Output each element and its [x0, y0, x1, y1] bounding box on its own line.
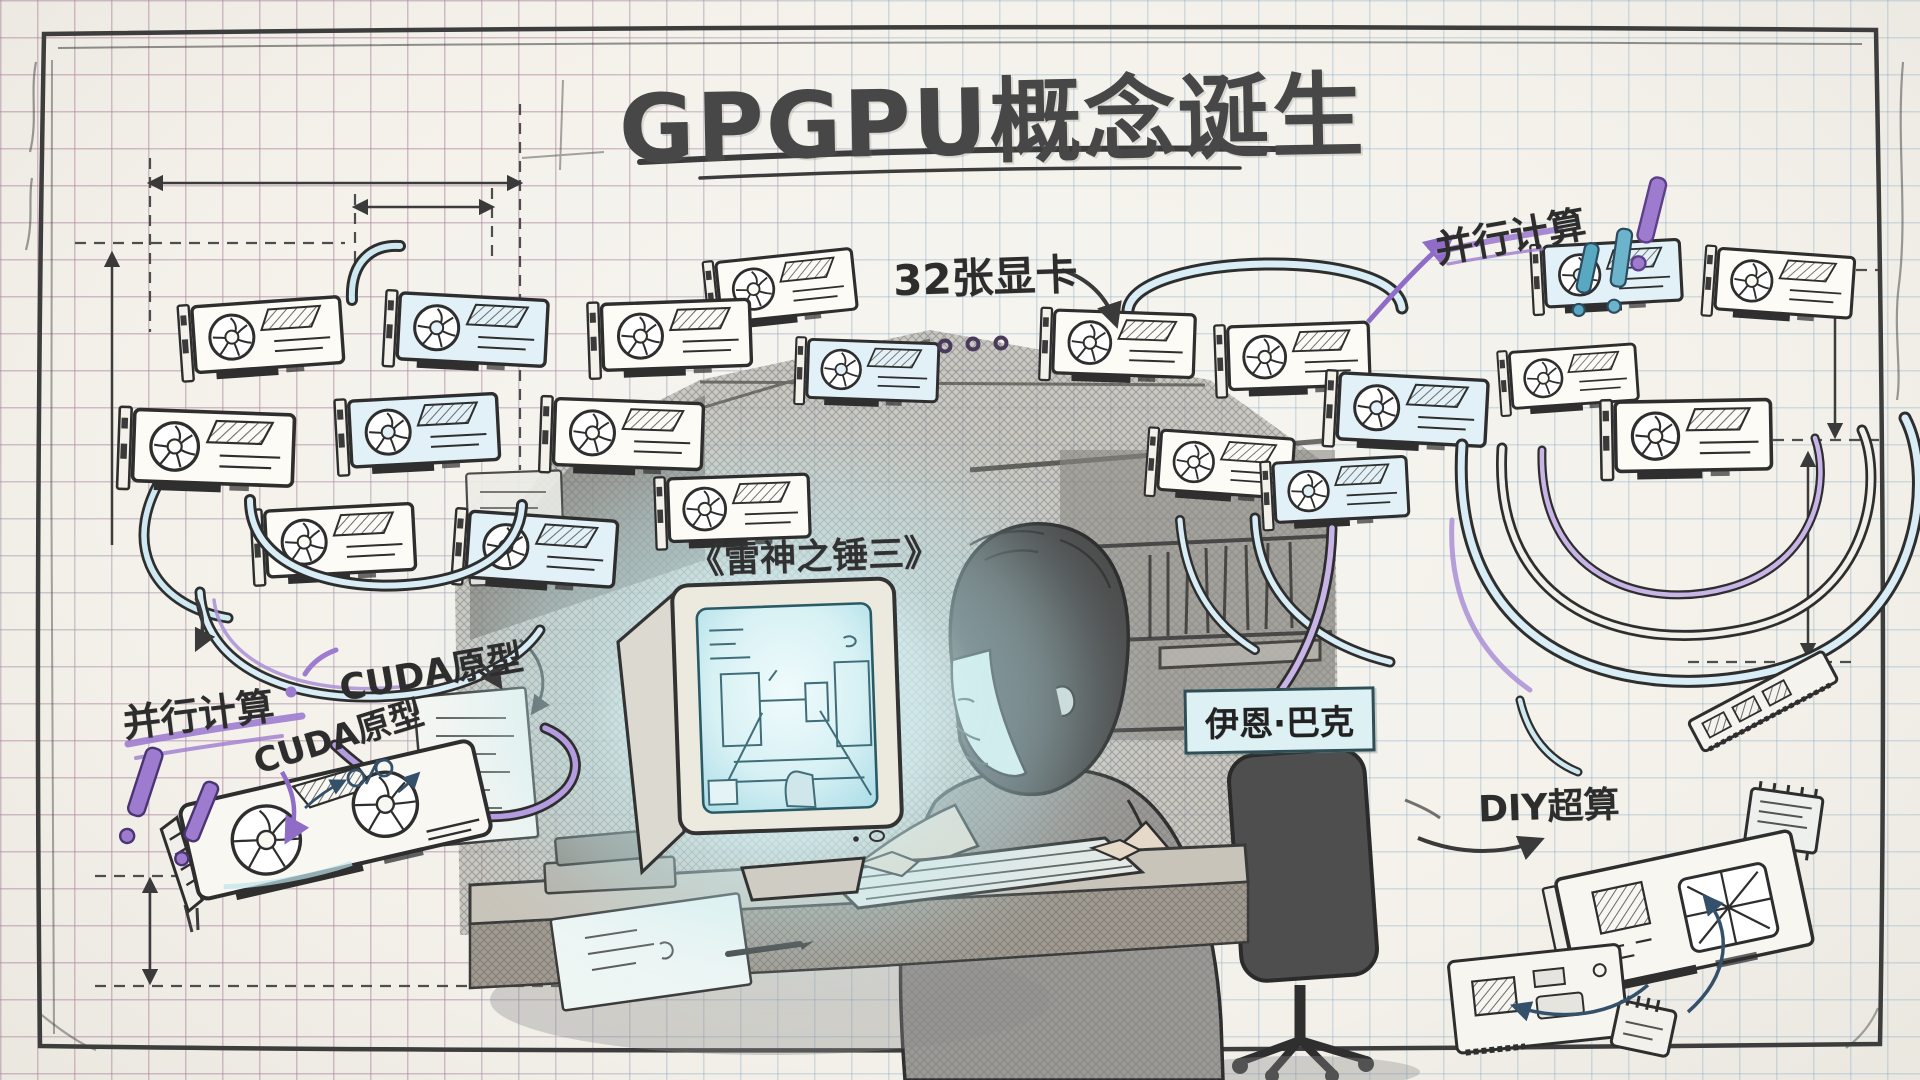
gpu-card-icon [792, 335, 941, 411]
annotations [118, 176, 1668, 867]
label-diy-supercomputer: DIY超算 [1477, 784, 1621, 831]
pencil [725, 941, 814, 957]
keyboard-icon [818, 836, 1146, 910]
gpu-card-icon [332, 389, 502, 478]
gpu-card-icon [1598, 395, 1774, 482]
label-ian-buck: 伊恩·巴克 [1183, 686, 1376, 755]
gpu-card-icon [585, 295, 754, 381]
gpu-card-icon [537, 394, 706, 480]
gpu-card-icon [1037, 306, 1198, 387]
sketch-frame [24, 24, 1905, 1053]
gpu-card-icon [248, 499, 418, 588]
exclamation-marks-bottom-left [118, 746, 220, 867]
gpu-card-icon [115, 404, 297, 497]
gpu-card-icon [1258, 452, 1411, 532]
circuit-board-icon [1447, 943, 1630, 1056]
code-doodle [304, 758, 421, 810]
exclamation-marks-top-right [1571, 176, 1668, 318]
gpu-card-icon [1699, 243, 1857, 328]
diy-parts [1447, 650, 1839, 1058]
gpu-card-large-icon [159, 739, 493, 914]
memory-card-icon [1609, 995, 1678, 1058]
gpu-card-icon [380, 288, 551, 377]
label-quake3: 《雷神之锤三》 [687, 532, 941, 583]
page-title: GPGPU概念诞生 [617, 62, 1367, 183]
screen-fps-game [707, 628, 873, 809]
heat-pipes-right-top [1121, 257, 1409, 317]
dimension-arrows [75, 104, 1882, 988]
label-gpu-count: 32张显卡 [892, 249, 1079, 306]
ram-stick-icon [1687, 650, 1839, 753]
bookshelf-books [1148, 541, 1322, 670]
heat-pipes-right [1175, 411, 1920, 777]
ellipsis-dots [937, 335, 1009, 354]
crt-monitor-icon [485, 460, 1085, 940]
papers [549, 892, 753, 1012]
gpu-card-icon [175, 292, 347, 384]
